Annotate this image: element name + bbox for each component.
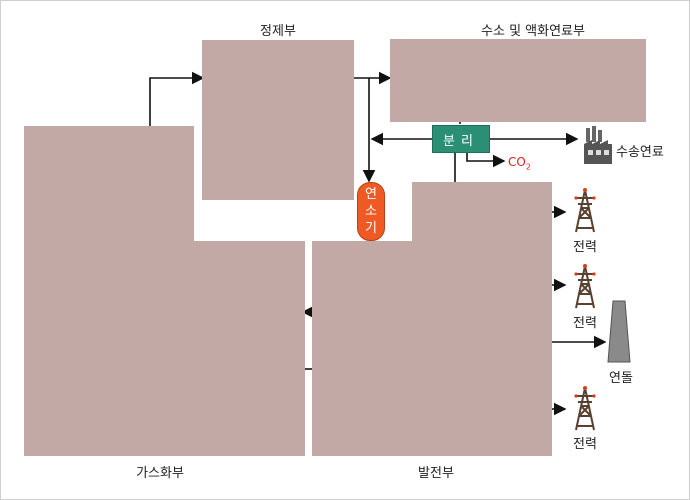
co2-text: CO <box>508 155 526 169</box>
gasification-label: 가스화부 <box>136 466 184 481</box>
power-tower-icon <box>574 264 596 309</box>
combustor-char-1: 연 <box>365 187 377 202</box>
power-generation-label: 발전부 <box>418 466 454 481</box>
purification-label: 정제부 <box>260 24 296 39</box>
combustor: 연 소 기 <box>357 182 385 241</box>
combustor-char-2: 소 <box>365 204 377 219</box>
separation-unit: 분리 <box>432 125 490 153</box>
power-output-label-3: 전력 <box>573 437 597 452</box>
purification-block <box>202 40 354 200</box>
power-tower-icon <box>574 386 596 431</box>
factory-icon <box>584 126 612 164</box>
hydrogen-fuel-label: 수소 및 액화연료부 <box>481 24 585 39</box>
combustor-char-3: 기 <box>365 221 377 236</box>
power-output-label-2: 전력 <box>573 316 597 331</box>
co2-subscript: 2 <box>525 162 531 172</box>
hydrogen-fuel-block <box>390 39 646 122</box>
power-tower-icon <box>574 188 596 233</box>
power-block-top <box>412 182 552 456</box>
stack-label: 연돌 <box>609 371 633 386</box>
gasification-block-bottom <box>24 241 305 456</box>
chimney-icon <box>607 300 631 363</box>
transport-fuel-label: 수송연료 <box>616 145 664 160</box>
co2-label: CO2 <box>508 155 531 171</box>
power-output-label-1: 전력 <box>573 240 597 255</box>
